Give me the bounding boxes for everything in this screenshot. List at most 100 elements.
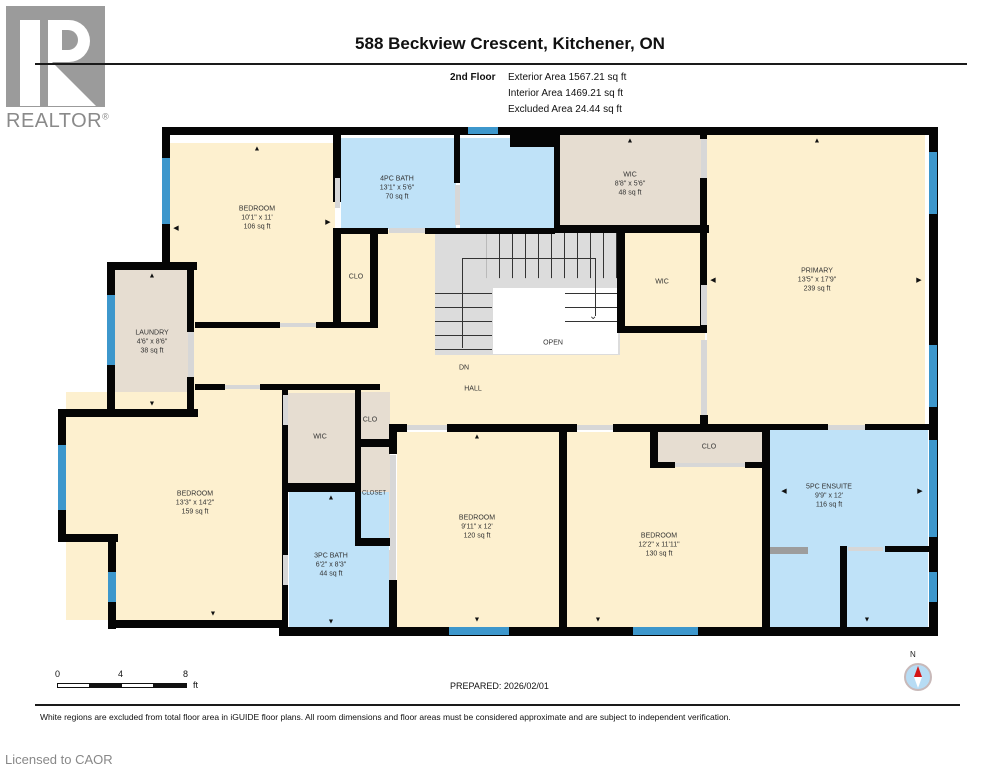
- room-bath-extension[interactable]: [460, 138, 554, 229]
- page-title: 588 Beckview Crescent, Kitchener, ON: [355, 34, 665, 53]
- dim-arrow-right-icon: ▶: [917, 488, 923, 495]
- compass-icon: [901, 662, 935, 692]
- door-clo-s2[interactable]: [675, 463, 745, 467]
- door-bed-sw[interactable]: [225, 385, 260, 389]
- excluded-area: Excluded Area 24.44 sq ft: [508, 104, 622, 115]
- room-wic-sw[interactable]: [288, 393, 356, 483]
- scale-segment: [57, 683, 90, 688]
- door-laundry[interactable]: [188, 332, 194, 377]
- door-bath-hall[interactable]: [389, 228, 425, 233]
- dim-arrow-down-icon: ▼: [327, 618, 335, 626]
- wall-ensuite-north-a: [770, 424, 828, 430]
- dim-arrow-down-icon: ▼: [209, 610, 217, 618]
- dim-arrow-down-icon: ▼: [863, 616, 871, 624]
- door-closet[interactable]: [390, 455, 396, 580]
- wall-hall-south-b: [260, 384, 380, 390]
- wall-s1-west-b: [389, 580, 397, 630]
- window-bed-sw: [58, 445, 66, 510]
- interior-area: Interior Area 1469.21 sq ft: [508, 88, 624, 99]
- dim-arrow-up-icon: ▲: [327, 494, 335, 502]
- wall-clo-s2-south-b: [745, 462, 765, 468]
- label-clo-s2: CLO: [701, 443, 717, 451]
- wall-s1-s2: [559, 424, 567, 630]
- door-bath3-east[interactable]: [389, 550, 394, 580]
- wall-notch: [510, 127, 560, 147]
- stair-treads-right: [565, 280, 620, 322]
- window-bed-sw-2: [108, 572, 116, 602]
- label-dn: DN: [458, 364, 470, 372]
- window-bed-s1: [449, 627, 509, 635]
- wall-laundry-east-b: [187, 377, 194, 415]
- wall-bed-clo: [333, 228, 341, 328]
- scale-segment: [121, 683, 154, 688]
- room-clo-sw[interactable]: [360, 392, 390, 440]
- compass-north-label: N: [910, 650, 916, 659]
- window-laundry: [107, 295, 115, 365]
- door-bed-s1[interactable]: [407, 425, 447, 430]
- stair-treads-top: [486, 233, 620, 279]
- window-wc: [929, 572, 937, 602]
- floor-label: 2nd Floor: [450, 72, 496, 83]
- stair-path-h: [462, 258, 596, 259]
- wall-bed-south-b: [316, 322, 378, 328]
- wall-wic-south: [554, 225, 709, 233]
- label-wic-sw: WIC: [313, 433, 327, 441]
- door-wic-sw[interactable]: [283, 395, 288, 425]
- room-4pc-bath[interactable]: [341, 138, 456, 229]
- wall-wc-north: [885, 546, 931, 552]
- wall-wic-mid-south: [617, 326, 707, 333]
- label-clo-sw: CLO: [362, 416, 378, 424]
- wall-primary-west-c: [700, 415, 708, 427]
- scale-segment: [153, 683, 187, 688]
- wall-bed-bath: [333, 127, 341, 202]
- door-wic-top[interactable]: [701, 139, 707, 178]
- dim-arrow-up-icon: ▲: [813, 137, 821, 145]
- realtor-logo-r-stem: [20, 20, 40, 106]
- door-bath3-west[interactable]: [283, 555, 288, 585]
- door-bed-s2[interactable]: [577, 425, 613, 430]
- room-bedroom-sw[interactable]: [66, 392, 282, 620]
- wall-ensuite-north-b: [865, 424, 935, 430]
- label-clo-top: CLO: [348, 273, 364, 281]
- ensuite-partition: [770, 547, 808, 554]
- door-bed-nw[interactable]: [280, 323, 316, 327]
- prepared-date: PREPARED: 2026/02/01: [450, 681, 549, 691]
- dim-arrow-up-icon: ▲: [473, 433, 481, 441]
- dim-arrow-down-icon: ▼: [148, 400, 156, 408]
- room-5pc-ensuite[interactable]: [770, 430, 928, 628]
- wall-s1-west-a: [389, 424, 397, 454]
- realtor-logo-r-leg: [48, 58, 96, 106]
- wall-south: [279, 627, 938, 636]
- scale-unit: ft: [193, 680, 199, 690]
- room-primary[interactable]: [707, 135, 925, 427]
- room-wic-top[interactable]: [560, 135, 703, 225]
- licensed-to: Licensed to CAOR: [5, 752, 113, 767]
- door-bed-bath[interactable]: [335, 178, 340, 208]
- scale-tick-0: 0: [55, 669, 61, 679]
- wall-sw-south: [108, 620, 288, 628]
- door-bath-ext[interactable]: [455, 185, 460, 225]
- door-wc[interactable]: [848, 547, 883, 551]
- wall-clo-s2-south-a: [650, 462, 675, 468]
- room-clo-s2[interactable]: [658, 432, 762, 464]
- door-wic-mid[interactable]: [701, 285, 707, 325]
- stair-path-right: [595, 258, 596, 316]
- wall-wic-east-b: [700, 178, 707, 333]
- door-ensuite[interactable]: [828, 425, 865, 430]
- room-laundry[interactable]: [115, 270, 190, 410]
- door-primary[interactable]: [701, 340, 707, 415]
- window-bath: [468, 127, 498, 134]
- dim-arrow-right-icon: ▶: [916, 277, 922, 284]
- window-primary-1: [929, 152, 937, 214]
- room-bedroom-s1[interactable]: [397, 432, 559, 628]
- room-3pc-bath[interactable]: [289, 492, 389, 628]
